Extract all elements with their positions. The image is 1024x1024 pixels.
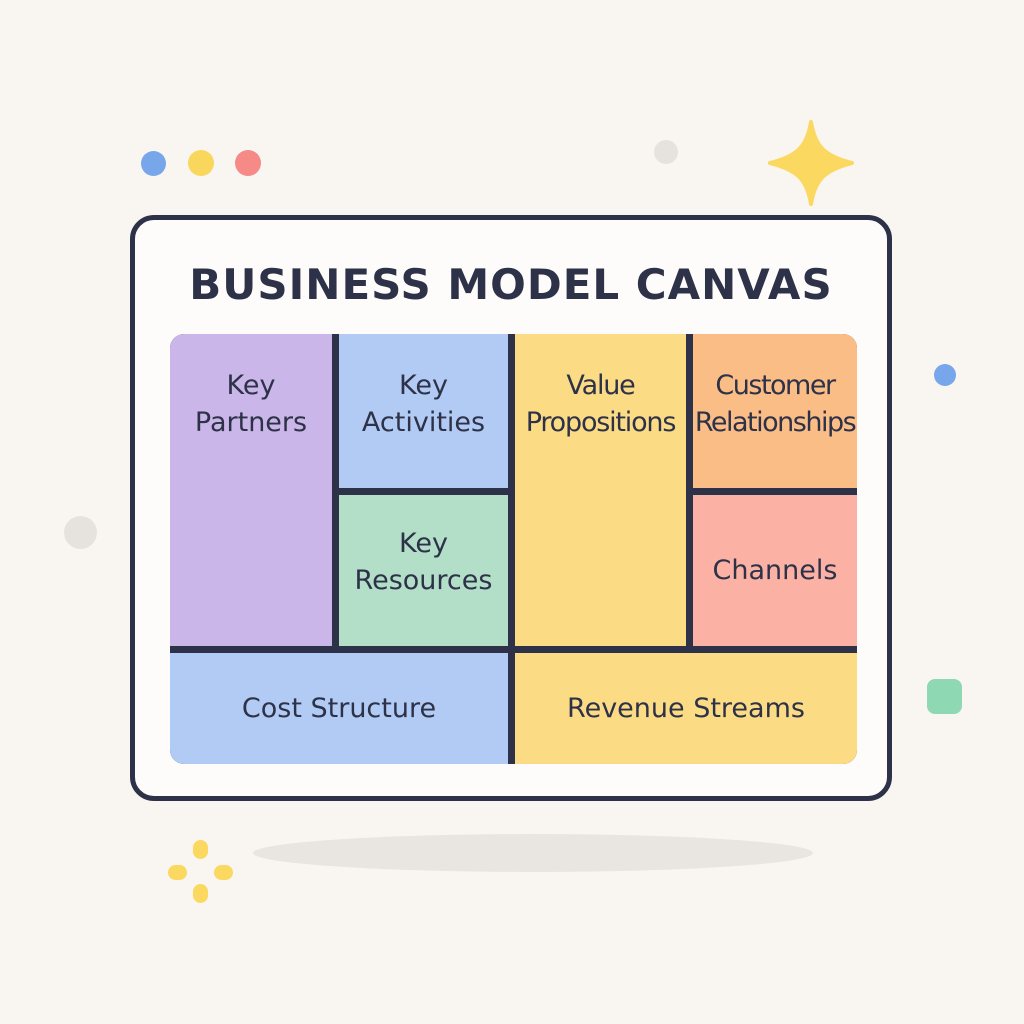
canvas-title: BUSINESS MODEL CANVAS <box>189 260 833 309</box>
value-propositions-block: Value Propositions <box>515 334 686 646</box>
cost-structure-label: Cost Structure <box>241 693 437 724</box>
blue-dot <box>141 151 166 176</box>
gray-dot-left <box>64 516 97 549</box>
key-partners-block: Key Partners <box>170 334 332 646</box>
canvas-grid: Key Partners Key Activities Key Resource… <box>170 334 857 764</box>
canvas-window: BUSINESS MODEL CANVAS Key Partners Key A… <box>130 215 892 801</box>
key-resources-line2: Resources <box>354 564 493 596</box>
key-partners-line2: Partners <box>194 407 308 438</box>
key-partners-line1: Key <box>226 370 276 401</box>
value-propositions-line1: Value <box>566 370 635 401</box>
customer-relationships-line1: Customer <box>715 370 836 401</box>
yellow-dot <box>188 150 214 176</box>
cost-structure-block: Cost Structure <box>170 653 508 764</box>
revenue-streams-label: Revenue Streams <box>567 693 805 724</box>
blue-dot-right <box>934 364 956 386</box>
window-shadow <box>253 834 813 872</box>
key-resources-block: Key Resources <box>339 495 508 646</box>
red-dot <box>235 150 261 176</box>
key-activities-line2: Activities <box>361 407 486 438</box>
key-activities-line1: Key <box>399 370 448 401</box>
value-propositions-line2: Propositions <box>525 407 677 438</box>
sparkle-dots-icon <box>168 840 233 903</box>
sparkle-star-icon <box>768 120 854 206</box>
gray-dot <box>654 140 678 164</box>
channels-label: Channels <box>712 555 838 586</box>
customer-relationships-block: Customer Relationships <box>693 334 857 488</box>
customer-relationships-line2: Relationships <box>694 407 857 438</box>
channels-block: Channels <box>693 495 857 646</box>
revenue-streams-block: Revenue Streams <box>515 653 857 764</box>
key-activities-block: Key Activities <box>339 334 508 488</box>
key-resources-line1: Key <box>399 527 448 559</box>
green-square-decoration <box>927 679 962 714</box>
